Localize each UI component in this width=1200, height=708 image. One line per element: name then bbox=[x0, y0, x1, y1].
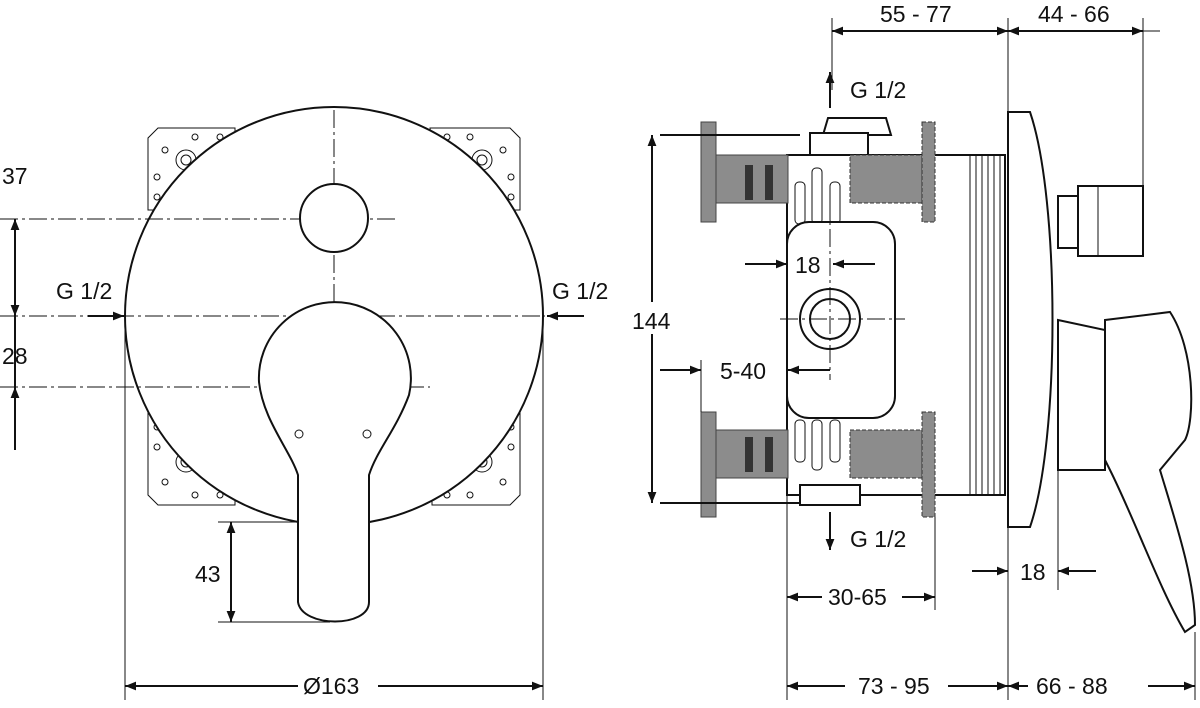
pipe-flange-bottom-left bbox=[700, 411, 717, 518]
dim-30-65-label: 30-65 bbox=[828, 584, 887, 610]
pipe-bottom-right bbox=[849, 429, 923, 479]
dim-73-95-label: 73 - 95 bbox=[858, 673, 930, 699]
pipe-flange-bottom-right bbox=[921, 411, 936, 518]
pipe-flange-top-left bbox=[700, 121, 717, 223]
lever-screw-left bbox=[294, 429, 304, 439]
diverter-knob bbox=[299, 183, 369, 253]
front-view: 37 28 43 G 1/2 G 1/2 Ø163 bbox=[0, 106, 608, 700]
dim-28-label: 28 bbox=[2, 343, 28, 369]
diverter-knob-side bbox=[1077, 185, 1144, 257]
bottom-fitting bbox=[799, 484, 861, 506]
dim-66-88-label: 66 - 88 bbox=[1036, 673, 1108, 699]
inlet-label-right: G 1/2 bbox=[552, 278, 608, 304]
dim-diameter-label: Ø163 bbox=[303, 673, 359, 699]
dim-37-label: 37 bbox=[2, 163, 28, 189]
cover-plate-side bbox=[1007, 111, 1054, 528]
lever-handle-side bbox=[1104, 310, 1197, 634]
side-view: 55 - 77 44 - 66 G 1/2 G 1/2 144 18 5-40 … bbox=[630, 1, 1197, 700]
diverter-stem bbox=[1057, 195, 1079, 249]
dim-5-40-label: 5-40 bbox=[720, 358, 766, 384]
lever-base-side bbox=[1057, 318, 1106, 471]
top-fitting bbox=[809, 132, 869, 156]
dim-18-cover-label: 18 bbox=[1020, 559, 1046, 585]
dim-43-label: 43 bbox=[195, 561, 221, 587]
dim-44-66-label: 44 - 66 bbox=[1038, 1, 1110, 27]
thread-lines bbox=[969, 156, 1001, 494]
outlet-label-top: G 1/2 bbox=[850, 77, 906, 103]
pipe-flange-top-right bbox=[921, 121, 936, 223]
pipe-top-right bbox=[849, 154, 923, 204]
lever-handle bbox=[257, 301, 412, 623]
dim-55-77-label: 55 - 77 bbox=[880, 1, 952, 27]
dim-144-label: 144 bbox=[632, 308, 671, 334]
lever-screw-right bbox=[362, 429, 372, 439]
outlet-label-bottom: G 1/2 bbox=[850, 526, 906, 552]
dim-18-body-label: 18 bbox=[795, 252, 821, 278]
inlet-label-left: G 1/2 bbox=[56, 278, 112, 304]
